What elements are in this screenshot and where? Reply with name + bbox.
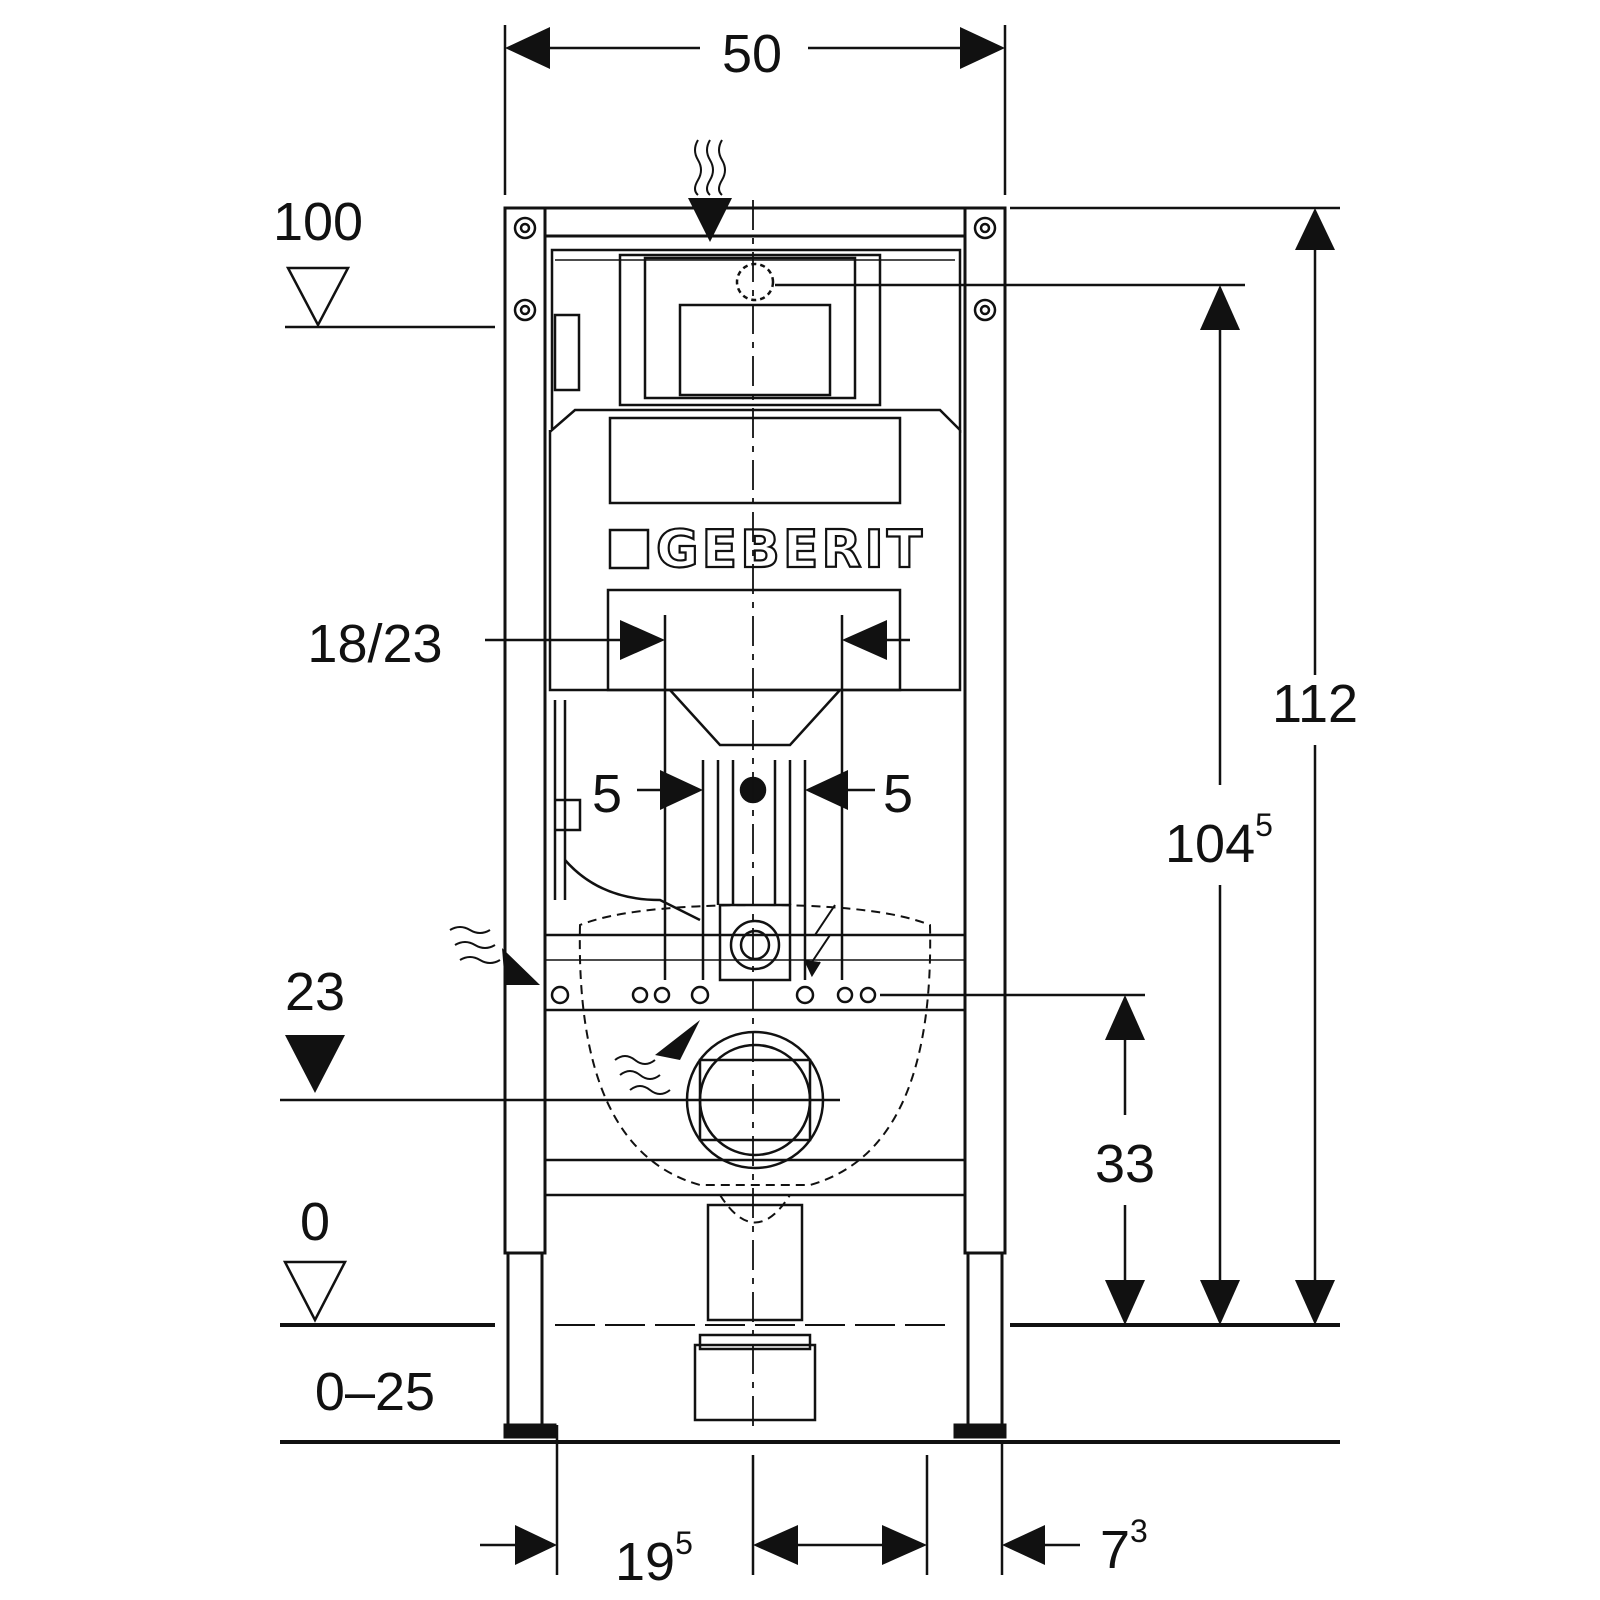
frame-uprights [503,206,1007,1439]
bottom-left-sup: 5 [675,1525,693,1561]
frame-bolts [513,216,997,322]
electrical-symbol [804,904,836,978]
logo-square-icon [608,528,650,570]
drain-pipe [280,1030,967,1422]
level-0-marker [280,1260,1340,1327]
geberit-logo: GEBERIT [608,519,925,581]
top-width-dimension [503,25,1007,195]
drain-height-label: 33 [1095,1134,1155,1194]
floor-range-label: 0–25 [315,1362,435,1422]
level-100-marker [285,266,495,329]
bottom-right-sup: 3 [1130,1513,1148,1549]
outlet-spacing-label: 18/23 [307,614,442,674]
flush-pipe-assembly [553,700,792,982]
level-100-label: 100 [273,192,363,252]
heat-arrow-top [688,139,732,242]
bottom-dimensions [480,1425,1080,1575]
toilet-bowl-outline [578,903,932,1224]
water-supply-arrow-center [614,1020,700,1095]
level-0-label: 0 [300,1192,330,1252]
bottom-left-main: 19 [615,1532,675,1592]
brand-name: GEBERIT [656,520,925,580]
bottom-right-main: 7 [1100,1520,1130,1580]
height-frame-main: 104 [1165,814,1255,874]
bottom-left-label: 195 [615,1525,693,1592]
offset-left-label: 5 [592,764,622,824]
bottom-right-label: 73 [1100,1513,1148,1580]
height-frame-sup: 5 [1255,807,1273,843]
level-23-label: 23 [285,962,345,1022]
width-top-label: 50 [722,24,782,84]
level-23-marker [285,1035,345,1093]
height-112-dimension [1010,206,1340,1325]
center-offset-dimension [637,200,875,1430]
height-frame-label: 1045 [1165,807,1273,874]
height-total-label: 112 [1272,674,1358,734]
height-33-dimension [1105,995,1145,1325]
mounting-plate [543,933,1145,1012]
height-104-dimension [1200,285,1240,1325]
cistern-body [548,248,1245,747]
offset-right-label: 5 [883,764,913,824]
water-supply-arrow-left [449,926,540,985]
